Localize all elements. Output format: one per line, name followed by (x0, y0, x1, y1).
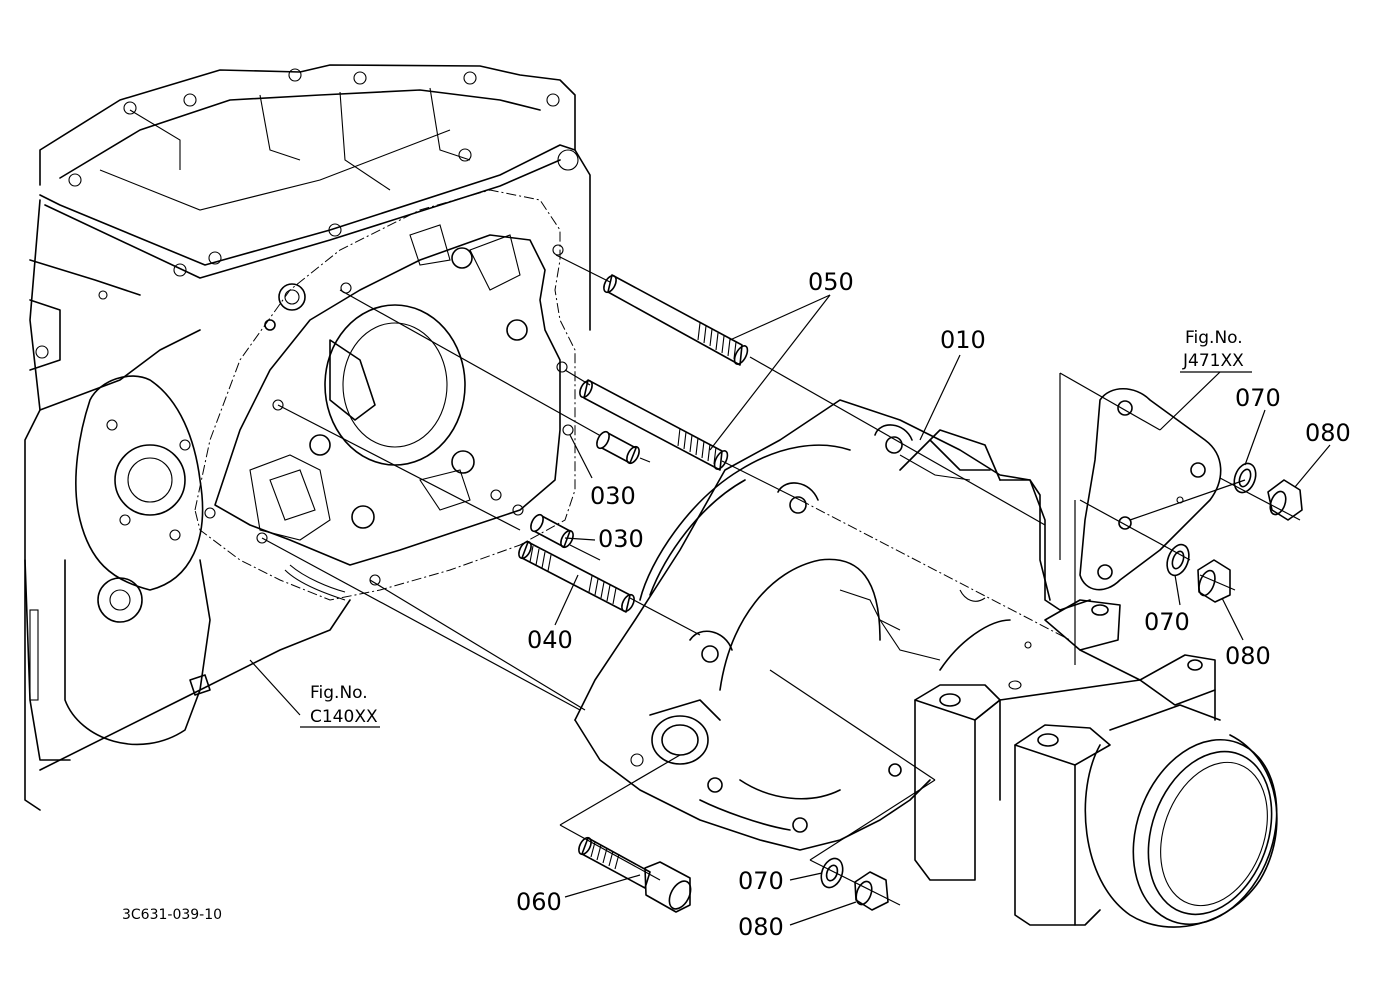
nut-080-middle (1197, 559, 1231, 603)
washer-070-upper (1233, 462, 1257, 494)
callout-060: 060 (516, 888, 562, 916)
callout-070-middle: 070 (1144, 608, 1190, 636)
fig-ref-c140-line2: C140XX (310, 707, 378, 727)
callout-080-middle: 080 (1225, 642, 1271, 670)
fig-ref-c140-line1: Fig.No. (310, 683, 368, 703)
washer-070-lower (820, 857, 844, 889)
dowel-pin-030-lower (530, 513, 574, 549)
fig-ref-j471-line1: Fig.No. (1185, 328, 1243, 348)
callout-050: 050 (808, 268, 854, 296)
callout-070-lower: 070 (738, 867, 784, 895)
engine-block (24, 64, 591, 811)
callout-080-lower: 080 (738, 913, 784, 941)
drawing-code: 3C631-039-10 (122, 907, 222, 923)
callout-080-upper: 080 (1305, 419, 1351, 447)
assembly-center-lines (261, 254, 1301, 906)
stud-bolt-040 (518, 540, 635, 613)
fig-ref-j471-line2: J471XX (1182, 351, 1244, 371)
washer-070-middle (1166, 543, 1190, 577)
nut-080-upper (1267, 479, 1303, 521)
dowel-pin-030-upper (596, 430, 640, 465)
callout-030-lower: 030 (598, 525, 644, 553)
stud-bolt-050-lower (579, 379, 729, 471)
callout-leaders (249, 294, 1331, 926)
bracket-fig-j471 (1079, 388, 1222, 591)
bolt-060 (578, 836, 692, 913)
transmission-housing-010 (574, 399, 1278, 928)
callout-070-upper: 070 (1235, 384, 1281, 412)
callout-labels: 050 010 030 030 040 060 070 080 070 080 … (122, 268, 1351, 941)
callout-030-upper: 030 (590, 482, 636, 510)
stud-bolt-050-upper (603, 274, 749, 366)
callout-010: 010 (940, 326, 986, 354)
callout-040: 040 (527, 626, 573, 654)
nut-080-lower (854, 871, 889, 911)
